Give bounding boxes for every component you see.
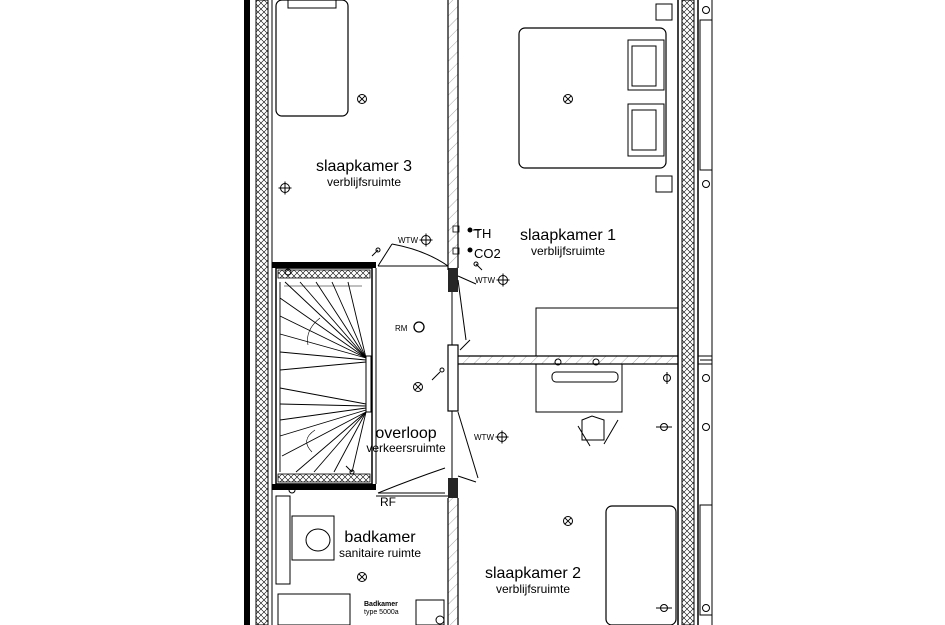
wtw-label: WTW [398,236,418,245]
room-type: sanitaire ruimte [339,546,421,560]
exterior-wall-east [677,0,713,625]
exterior-wall-west [244,0,273,625]
light-point-icon [563,94,573,104]
bath-unit-type: type 5000a [364,609,399,616]
misc-lines [459,229,480,351]
switch-icon [452,247,460,255]
wall-landing-bathroom [272,484,448,497]
switch-icon [452,225,460,233]
light-point-icon [357,94,367,104]
wtw-label: WTW [475,276,495,285]
light-point-icon [357,572,367,582]
wtw-label: WTW [474,433,494,442]
room-name: badkamer [344,529,416,546]
desk [535,307,679,447]
room-name: slaapkamer 2 [485,565,581,582]
light-point-icon [413,382,423,392]
co2-sensor-label: CO2 [474,246,501,261]
room-label-slaapkamer-2: slaapkamer 2 verblijfsruimte [485,565,581,596]
doors [377,243,479,494]
thermostat-label: TH [474,226,491,241]
room-label-slaapkamer-1: slaapkamer 1 verblijfsruimte [520,227,616,258]
landing-walls [375,268,459,625]
smoke-detector-label: RM [395,324,408,333]
room-type: verblijfsruimte [531,244,605,258]
bath-unit-label: Badkamer [364,601,398,608]
light-point-icon [563,516,573,526]
bed-slaapkamer-3 [275,0,349,117]
socket-icon [554,6,710,612]
room-name: overloop [375,425,436,442]
wall-sk3-landing [272,262,448,268]
th-dot [467,227,473,233]
room-type: verkeersruimte [366,441,446,455]
wall-sk3-sk1 [447,0,459,270]
room-type: verblijfsruimte [496,582,570,596]
room-label-slaapkamer-3: slaapkamer 3 verblijfsruimte [316,158,412,189]
staircase [275,267,373,494]
room-label-overloop: overloop verkeersruimte [366,425,446,455]
co2-dot [467,247,473,253]
smoke-detector-icon [413,321,425,333]
wtw-valve-icon [278,181,292,195]
rf-label: RF [380,495,396,509]
wtw-valve-icon [495,430,509,444]
room-label-badkamer: badkamer sanitaire ruimte [339,529,421,560]
room-name: slaapkamer 3 [316,158,412,175]
bed-slaapkamer-1 [518,3,673,193]
room-type: verblijfsruimte [327,175,401,189]
bathroom-fixtures [275,495,445,625]
wtw-valve-icon [496,273,510,287]
switch-icon [345,247,483,475]
wtw-valve-icon [419,233,433,247]
bed-slaapkamer-2 [605,505,677,625]
wall-sk1-sk2 [458,355,712,365]
room-name: slaapkamer 1 [520,227,616,244]
